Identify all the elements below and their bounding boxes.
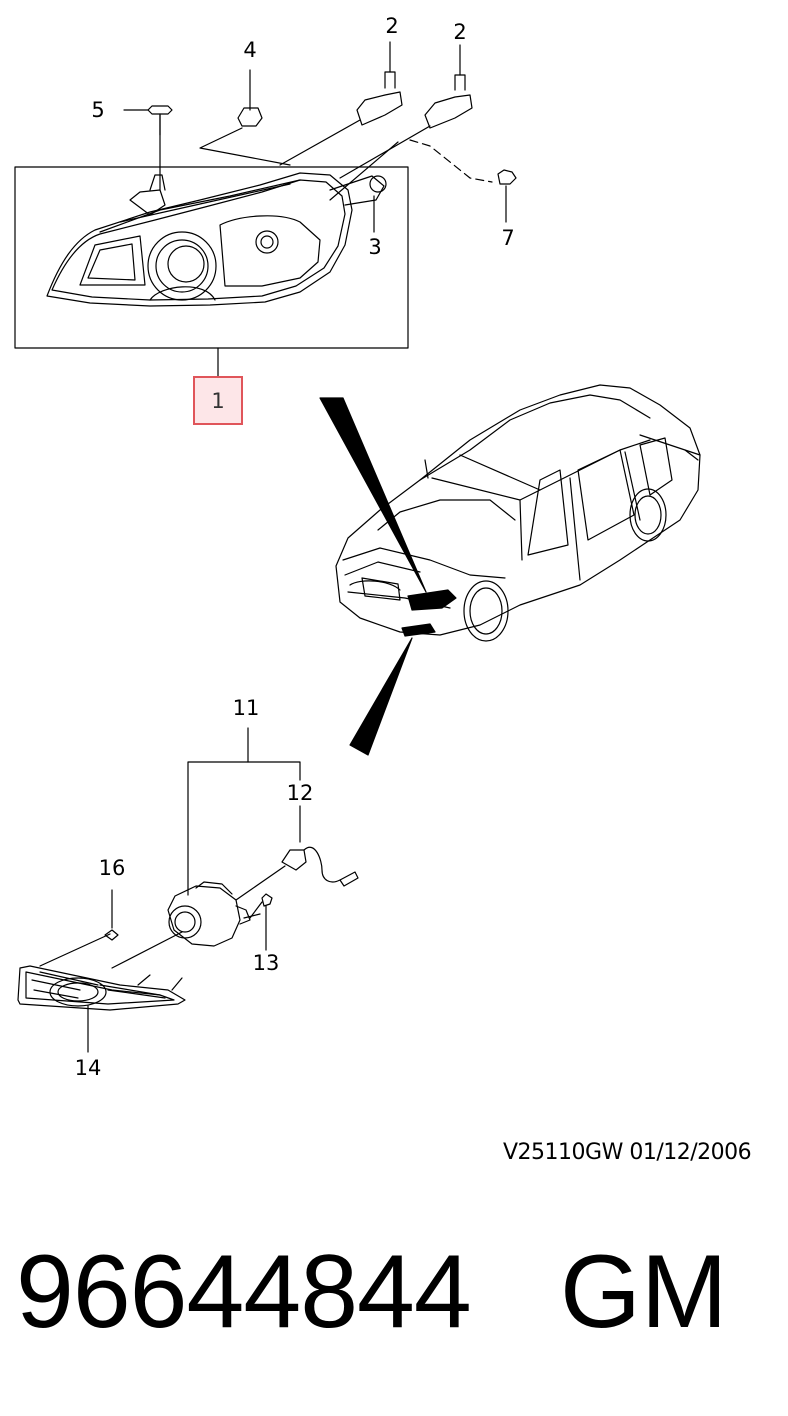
callout-1-highlight[interactable]: 1 <box>193 376 243 425</box>
callout-11: 11 <box>232 696 260 720</box>
callout-4: 4 <box>243 38 257 62</box>
pointer-headlamp <box>319 397 427 593</box>
foglamp-assembly <box>167 881 261 947</box>
callout-12: 12 <box>286 781 314 805</box>
drawing-code: V25110GW 01/12/2006 <box>503 1140 752 1165</box>
callout-3: 3 <box>368 235 382 259</box>
callout-7: 7 <box>501 226 515 250</box>
headlamp-group-box <box>14 166 409 349</box>
foglamp-bezel <box>17 965 186 1011</box>
car-illustration <box>335 384 701 642</box>
callout-1: 1 <box>211 388 225 413</box>
callout-14: 14 <box>74 1056 102 1080</box>
pointer-foglamp <box>349 637 413 756</box>
callout-13: 13 <box>252 951 280 975</box>
headlamp-assembly <box>46 172 387 307</box>
brand-name: GM <box>560 1234 728 1350</box>
part-number: 96644844 <box>16 1234 472 1350</box>
callout-2a: 2 <box>385 14 399 38</box>
callout-2b: 2 <box>453 20 467 44</box>
callout-5: 5 <box>91 98 105 122</box>
callout-16: 16 <box>98 856 126 880</box>
